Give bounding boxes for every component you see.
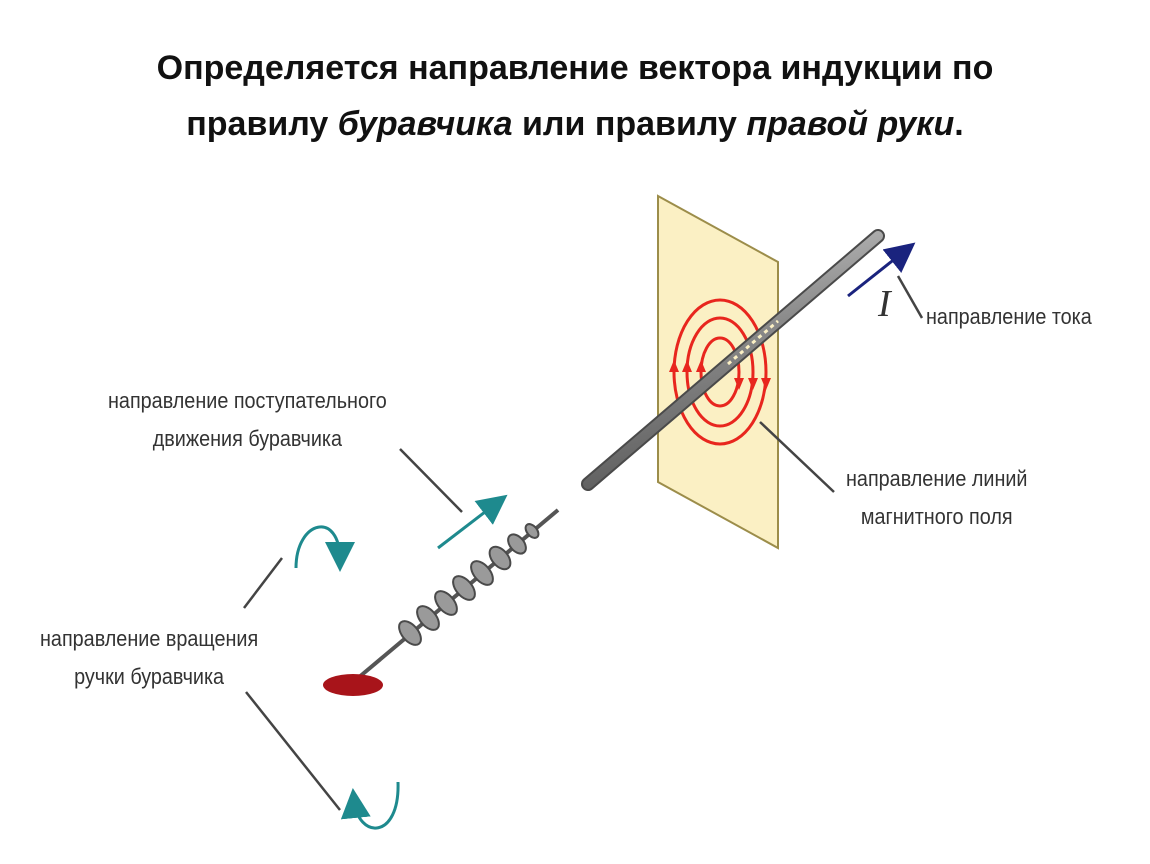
- rotation-arrow-top: [294, 525, 355, 572]
- current-direction-label: направление тока: [926, 298, 1092, 336]
- rotation-line-1: направление вращения: [40, 626, 259, 651]
- gimlet-handle: [323, 674, 383, 696]
- title-text-1: правилу: [186, 105, 338, 143]
- rotation-arrow-bottom: [340, 781, 400, 830]
- current-direction-arrow: [847, 242, 916, 298]
- current-symbol: I: [878, 283, 891, 325]
- translation-line-2: движения буравчика: [152, 426, 343, 451]
- field-direction-arrows: [669, 360, 771, 390]
- title-term-right-hand: правой руки: [746, 105, 955, 143]
- rotation-line-2: ручки буравчика: [74, 664, 225, 689]
- current-direction-text: направление тока: [926, 304, 1092, 329]
- slide-title: Определяется направление вектора индукци…: [0, 40, 1150, 152]
- title-period: .: [954, 105, 964, 143]
- leader-lines: [243, 275, 924, 811]
- title-term-gimlet: буравчика: [337, 105, 513, 143]
- field-lines-label: направление линий магнитного поля: [846, 460, 1028, 536]
- translation-line-1: направление поступательного: [108, 388, 387, 413]
- field-lines-line-1: направление линий: [846, 466, 1028, 491]
- rotation-label: направление вращения ручки буравчика: [40, 620, 258, 696]
- translation-label: направление поступательного движения бур…: [108, 382, 387, 458]
- field-lines-line-2: магнитного поля: [860, 504, 1013, 529]
- title-text-2: или правилу: [512, 105, 747, 143]
- title-line-2: правилу буравчика или правилу правой рук…: [0, 96, 1150, 152]
- gimlet: [323, 508, 560, 696]
- translation-arrow: [437, 494, 508, 550]
- title-line-1: Определяется направление вектора индукци…: [156, 49, 994, 87]
